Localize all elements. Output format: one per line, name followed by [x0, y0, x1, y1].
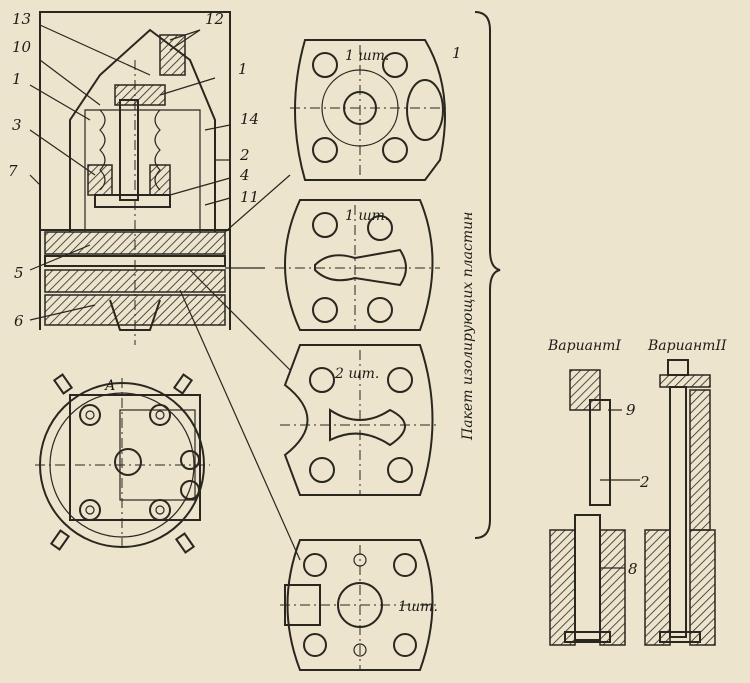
part-number-labels: 13 12 10 1 1 3 14 2 7 4 11 5 6: [8, 10, 259, 330]
plate-4: 1шт.: [280, 539, 440, 671]
label-8: 8: [628, 560, 638, 578]
variant-2-label: ВариантII: [647, 338, 727, 354]
label-2-variant: 2: [639, 473, 650, 491]
package-caption: Пакет изолирующих пластин: [460, 212, 476, 441]
plate-2: 1 шт.: [275, 199, 440, 331]
label-10: 10: [12, 38, 32, 56]
label-6: 6: [14, 312, 24, 330]
plate-1-qty: 1 шт.: [345, 48, 389, 64]
package-brace: Пакет изолирующих пластин: [460, 11, 501, 539]
label-13: 13: [12, 10, 31, 28]
label-3: 3: [12, 116, 22, 134]
label-9: 9: [626, 401, 636, 419]
variant-drawings: ВариантI ВариантII 9 2 8: [547, 338, 727, 646]
label-12: 12: [205, 10, 224, 28]
variant-1-label: ВариантI: [547, 338, 621, 354]
label-11: 11: [240, 188, 259, 206]
label-2: 2: [239, 146, 250, 164]
label-1-right: 1: [238, 60, 248, 78]
mark-a: А: [104, 378, 116, 394]
label-4: 4: [239, 166, 250, 184]
label-14: 14: [240, 110, 259, 128]
plate-4-qty: 1шт.: [398, 599, 438, 615]
label-7: 7: [8, 162, 18, 180]
plate-2-qty: 1 шт.: [345, 208, 389, 224]
label-5: 5: [14, 264, 24, 282]
label-1-left: 1: [12, 70, 22, 88]
plate-3-qty: 2 шт.: [334, 366, 379, 382]
plate-3: 2 шт.: [280, 344, 440, 496]
group-index: 1: [452, 44, 462, 62]
bottom-plan-view: А: [35, 373, 210, 554]
plate-1: 1 шт. 1: [290, 39, 462, 181]
sectional-view: [29, 11, 301, 561]
